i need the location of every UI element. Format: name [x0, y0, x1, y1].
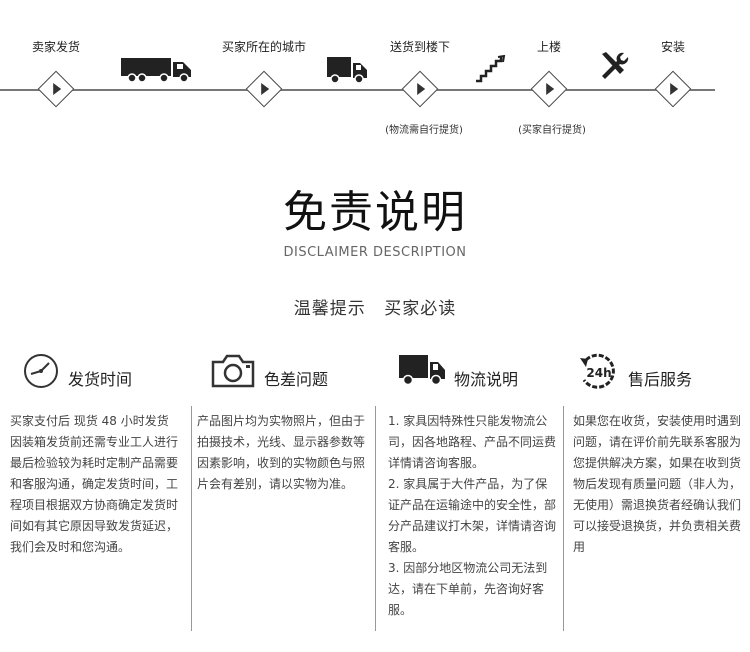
24h-label: 24h	[586, 366, 611, 380]
truck-icon	[399, 355, 445, 386]
logistics-item: 2. 家具属于大件产品，为了保证产品在运输途中的安全性，部分产品建议打木架，详情…	[388, 477, 557, 554]
play-icon	[546, 83, 555, 95]
24h-service-icon: 24h	[580, 353, 615, 389]
stairs-icon	[476, 55, 506, 83]
step-label-seller-ship: 卖家发货	[31, 40, 81, 54]
step-label-buyer-city: 买家所在的城市	[221, 40, 307, 54]
logistics-item: 3. 因部分地区物流公司无法到达，请在下单前，先咨询好客服。	[388, 561, 548, 617]
column-header-after-sales: 24h 售后服务	[578, 352, 748, 392]
step-label-upstairs: 上楼	[536, 40, 562, 54]
color-difference-text: 产品图片均为实物照片，但由于拍摄技术，光线、显示器参数等因素影响，收到的实物颜色…	[197, 414, 366, 491]
column-divider	[375, 406, 376, 631]
play-icon	[670, 83, 679, 95]
tools-icon	[602, 52, 629, 79]
clock-icon	[24, 354, 58, 388]
column-header-shipping-time: 发货时间	[22, 352, 192, 392]
step-note-buyer-pickup: (买家自行提货)	[518, 125, 586, 136]
play-icon	[417, 83, 426, 95]
truck-icon	[121, 58, 191, 83]
play-icon	[53, 83, 62, 95]
step-label-install: 安装	[660, 40, 686, 54]
timeline-line	[0, 89, 715, 91]
page-subtitle: DISCLAIMER DESCRIPTION	[283, 245, 467, 260]
column-title: 物流说明	[454, 370, 519, 389]
logistics-item: 1. 家具因特殊性只能发物流公司，因各地路程、产品不同运费详情请咨询客服。	[388, 414, 557, 470]
column-title: 售后服务	[628, 370, 693, 389]
camera-icon	[211, 354, 255, 388]
after-sales-text: 如果您在收货，安装使用时遇到问题，请在评价前先联系客服为您提供解决方案，如果在收…	[573, 414, 742, 554]
column-header-color-difference: 色差问题	[211, 352, 381, 392]
play-icon	[261, 83, 270, 95]
column-title: 色差问题	[264, 370, 329, 389]
page-title: 免责说明	[283, 187, 467, 238]
column-title: 发货时间	[68, 370, 133, 389]
step-note-self-pickup-logistics: (物流需自行提货)	[385, 125, 463, 136]
shipping-time-text: 买家支付后 现货 48 小时发货 因装箱发货前还需专业工人进行最后检验较为耗时定…	[10, 414, 179, 554]
step-label-downstairs: 送货到楼下	[389, 40, 451, 54]
small-truck-icon	[327, 57, 367, 84]
column-divider	[563, 406, 564, 631]
column-divider	[191, 406, 192, 631]
notice-text: 温馨提示 买家必读	[293, 299, 457, 319]
logistics-text: 1. 家具因特殊性只能发物流公司，因各地路程、产品不同运费详情请咨询客服。 2.…	[388, 411, 558, 621]
column-header-logistics: 物流说明	[398, 352, 568, 392]
delivery-timeline: 卖家发货 买家所在的城市 送货到楼下 上楼 安装 (物流需自行提货) (买家自行…	[0, 0, 750, 150]
